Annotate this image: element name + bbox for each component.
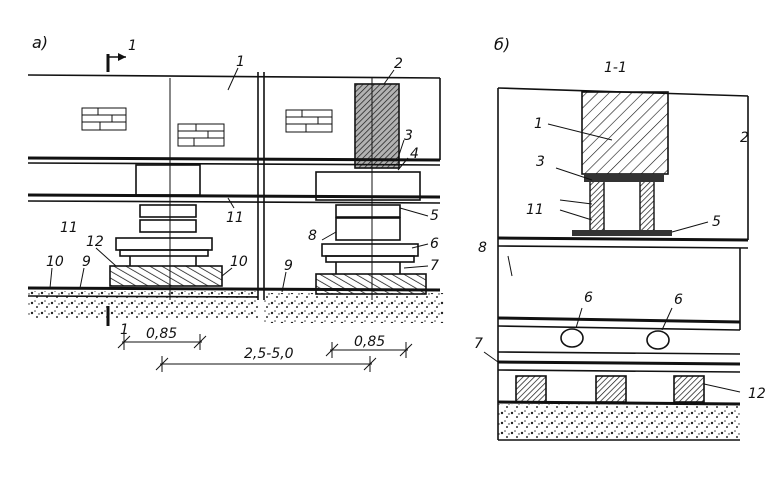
callout-b-7: 7 [474, 336, 483, 352]
callout-a-8: 8 [308, 228, 317, 244]
leader-11b [227, 197, 235, 209]
b-base-plate [572, 230, 672, 236]
b-leader-11b [559, 209, 593, 221]
leader-3 [397, 139, 405, 159]
ground-layer-line [27, 295, 259, 298]
callout-a-3: 3 [404, 128, 413, 144]
leader-1 [227, 67, 239, 91]
b-ground-fill [498, 404, 740, 440]
callout-a-2: 2 [394, 56, 403, 72]
callout-a-10: 10 [46, 254, 64, 270]
callout-b-2: 2 [740, 130, 749, 146]
b-rail-low [497, 360, 741, 366]
b-cap-plate [584, 174, 664, 182]
b-wedge-left [589, 175, 605, 233]
floor-slab-bottom [27, 162, 441, 166]
panel-a: 1 1 а) 1 2 3 4 5 6 7 8 9 9 10 10 11 11 1… [27, 33, 444, 372]
jack-stack-right [315, 171, 427, 295]
b-leader-3 [555, 167, 593, 181]
b-leader-5 [671, 221, 709, 233]
b-leader-6a [575, 307, 583, 329]
b-rail-low-2 [497, 369, 741, 373]
callout-b-12: 12 [748, 386, 766, 402]
callout-a-1: 1 [236, 54, 245, 70]
brick-column [354, 83, 400, 169]
callout-a-9b: 9 [284, 258, 293, 274]
panel-b-label: б) [494, 35, 510, 54]
dimension-2-5-5-0 [155, 356, 377, 372]
leader-4 [397, 157, 409, 171]
dimension-label-2: 2,5-5,0 [244, 346, 294, 362]
ground-line [27, 286, 441, 292]
b-column [581, 91, 669, 175]
section-mark-top [106, 53, 126, 72]
callout-a-11: 11 [60, 220, 78, 236]
section-mark-top-label: 1 [128, 38, 137, 54]
b-pipe-right [646, 330, 670, 350]
callout-b-6: 6 [584, 290, 593, 306]
dimension-label-1: 0,85 [146, 326, 177, 342]
leader-2 [383, 69, 395, 85]
section-label: 1-1 [604, 60, 627, 76]
dimension-label-3: 0,85 [354, 334, 385, 350]
floor-slab-top [27, 156, 441, 162]
ground-fill-left [28, 291, 258, 319]
leader-9b [281, 271, 287, 293]
b-leader-1 [547, 123, 613, 141]
panel-a-label: а) [32, 33, 48, 52]
callout-b-6b: 6 [674, 292, 683, 308]
callout-b-11: 11 [526, 202, 544, 218]
callout-a-5: 5 [430, 208, 439, 224]
brick-symbol-1 [81, 107, 127, 131]
callout-b-8: 8 [478, 240, 487, 256]
brick-symbol-3 [285, 109, 333, 133]
jack-stack-left [109, 164, 223, 287]
callout-a-12: 12 [86, 234, 104, 250]
panel-b: б) 1-1 [474, 35, 766, 441]
callout-b-1: 1 [534, 116, 543, 132]
ground-fill-right [264, 293, 444, 323]
b-ground-line [497, 400, 741, 406]
callout-a-4: 4 [410, 146, 419, 162]
b-rail-top [497, 316, 741, 324]
b-beam-bottom [497, 245, 749, 249]
callout-a-10b: 10 [230, 254, 248, 270]
b-leader-8 [507, 255, 513, 277]
b-leader-6b [661, 307, 673, 331]
section-mark-bottom-label: 1 [120, 322, 129, 338]
dimension-0-85-right [325, 342, 413, 358]
b-rail-top-2 [497, 325, 741, 331]
leader-12 [95, 247, 117, 267]
callout-b-5: 5 [712, 214, 721, 230]
callout-a-6: 6 [430, 236, 439, 252]
b-rail-mid [497, 351, 741, 355]
b-wedge-right [639, 175, 655, 233]
leader-10 [49, 267, 53, 289]
b-sleeper-3 [673, 375, 705, 403]
b-pipe-left [560, 328, 584, 348]
brick-symbol-2 [177, 123, 225, 147]
leader-7 [403, 265, 429, 269]
b-leader-11a [559, 199, 593, 205]
callout-b-3: 3 [536, 154, 545, 170]
dimension-0-85-left [117, 334, 207, 350]
callout-a-9: 9 [82, 254, 91, 270]
leader-5 [399, 207, 429, 217]
beam-top [27, 193, 441, 199]
leader-8 [321, 231, 337, 241]
b-sleeper-2 [595, 375, 627, 403]
leader-9 [79, 267, 85, 289]
beam-bottom [27, 200, 441, 204]
callout-a-11b: 11 [226, 210, 244, 226]
callout-a-7: 7 [430, 258, 439, 274]
b-sleeper-1 [515, 375, 547, 403]
b-leader-7 [483, 351, 499, 363]
b-leader-12 [703, 383, 741, 393]
leader-10b [221, 267, 233, 277]
leader-6 [411, 243, 429, 249]
b-beam-top [497, 236, 749, 242]
